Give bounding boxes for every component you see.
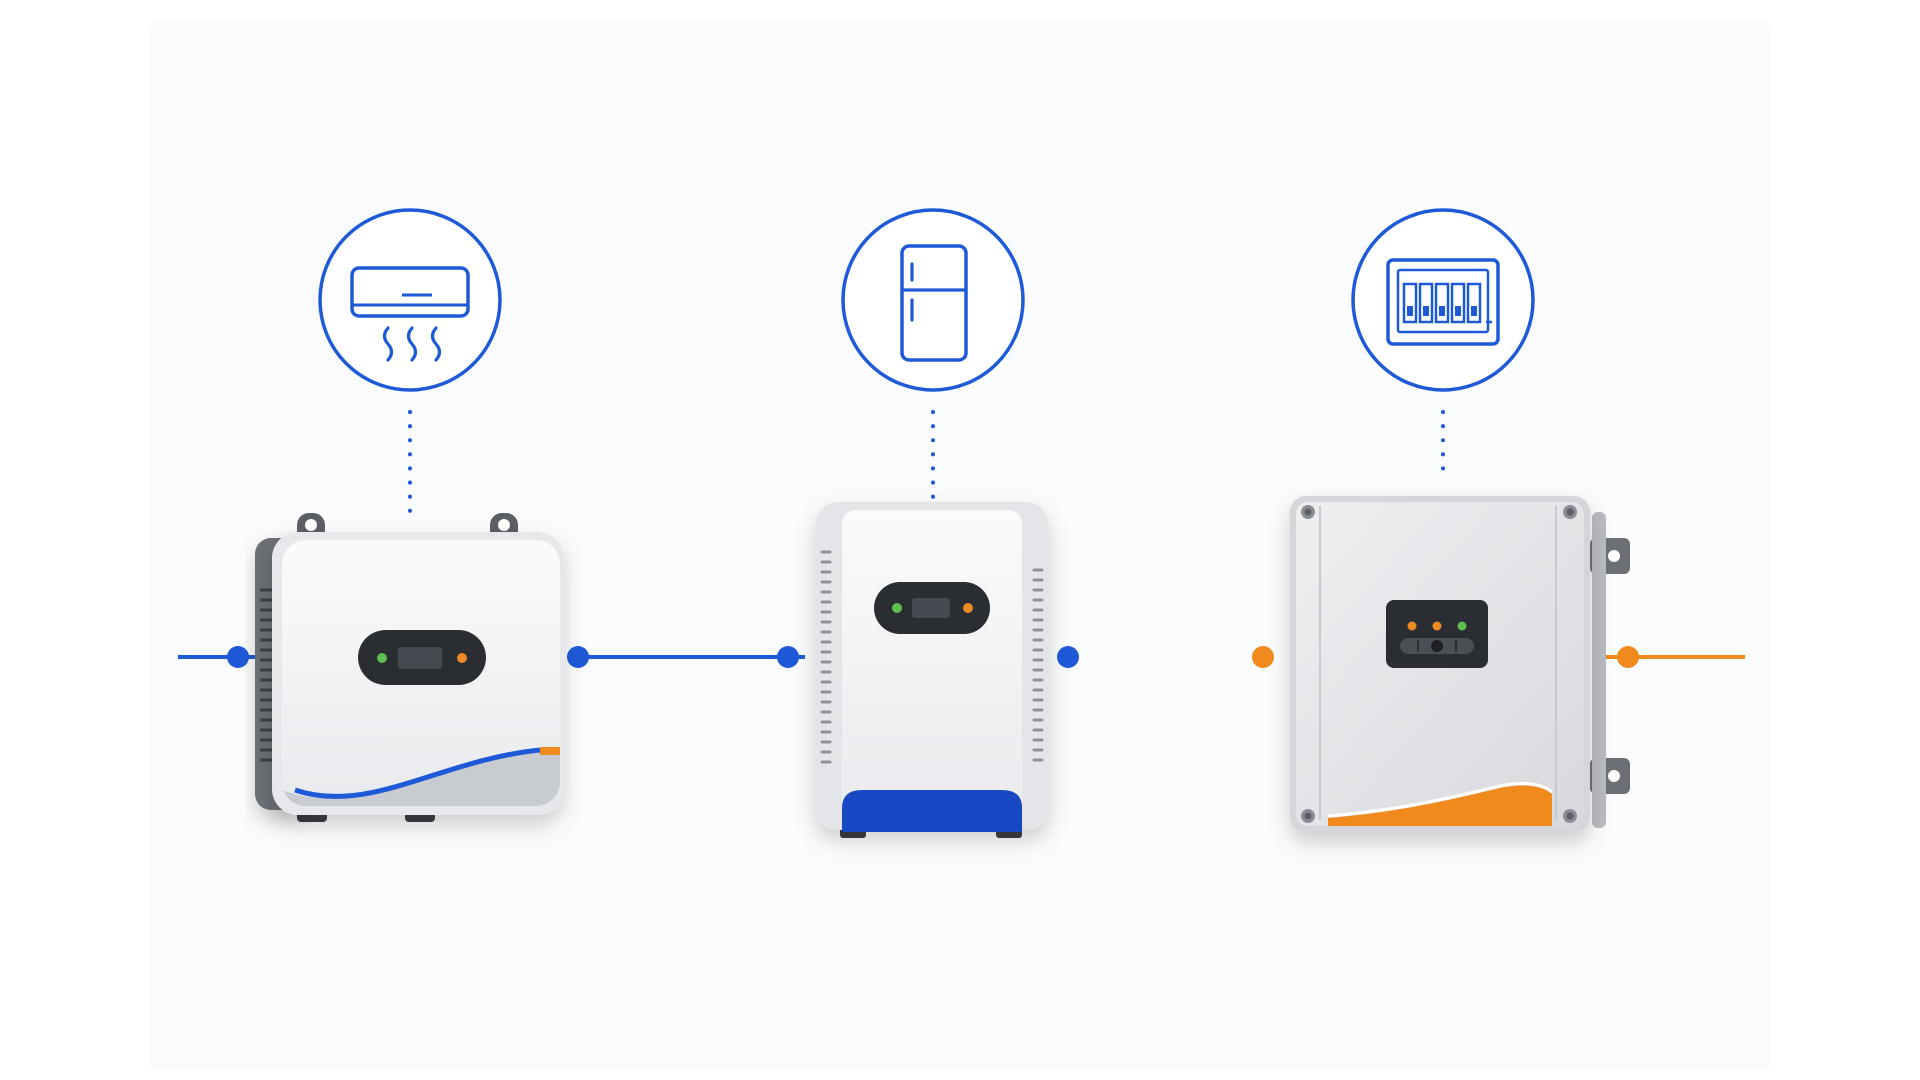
control-window — [1386, 600, 1488, 668]
blue-base-panel — [842, 790, 1022, 832]
led-green — [377, 653, 387, 663]
led-orange — [1432, 621, 1442, 631]
status-display — [358, 630, 486, 685]
screw — [1301, 505, 1315, 519]
wires — [178, 646, 1745, 668]
screw — [1563, 809, 1577, 823]
refrigerator-icon — [841, 208, 1025, 392]
dotted-leaders — [408, 410, 1445, 514]
connector-node — [1617, 646, 1639, 668]
connector-node — [1057, 646, 1079, 668]
led-orange — [963, 603, 973, 613]
status-display — [874, 582, 990, 634]
connector-node — [227, 646, 249, 668]
screw — [1563, 505, 1577, 519]
distribution-box — [1290, 496, 1630, 832]
breaker-panel-icon — [1351, 208, 1535, 392]
connector-node — [1252, 646, 1274, 668]
air-conditioner-icon — [318, 208, 502, 392]
orange-swoosh — [1328, 785, 1552, 826]
screw — [1301, 809, 1315, 823]
led-green — [1457, 621, 1467, 631]
wall-inverter — [255, 513, 564, 822]
led-orange — [1407, 621, 1417, 631]
connector-node — [567, 646, 589, 668]
led-green — [892, 603, 902, 613]
led-orange — [457, 653, 467, 663]
voltage-stabilizer — [816, 502, 1048, 838]
vent-slots — [820, 550, 1044, 764]
connector-node — [777, 646, 799, 668]
